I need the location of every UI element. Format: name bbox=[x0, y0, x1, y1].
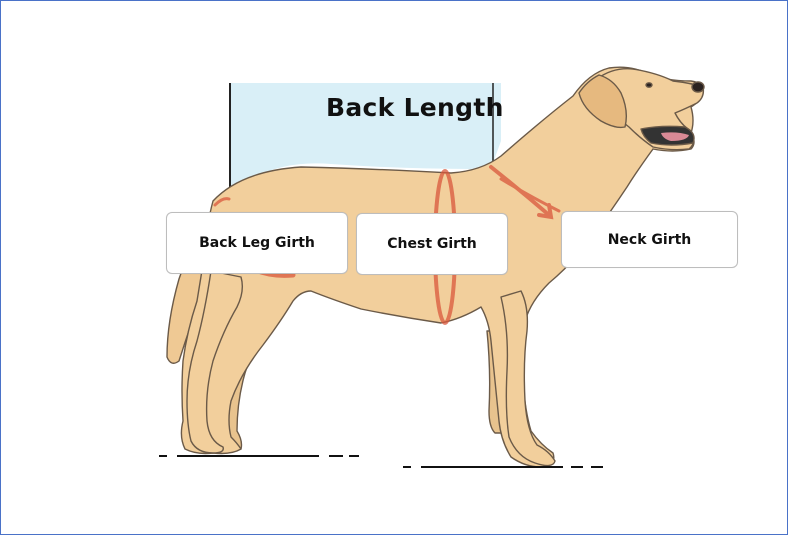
chest-girth-label: Chest Girth bbox=[356, 213, 508, 275]
neck-girth-text: Neck Girth bbox=[607, 231, 692, 248]
neck-girth-mark-lower bbox=[499, 177, 561, 213]
back-length-region bbox=[230, 83, 501, 193]
dog-back-leg-near bbox=[186, 270, 244, 454]
chest-girth-text: Chest Girth bbox=[387, 236, 477, 252]
neck-girth-arrowhead bbox=[537, 203, 554, 220]
dog-ear bbox=[578, 74, 628, 129]
dog-eye bbox=[645, 82, 653, 88]
back-leg-girth-text: Back Leg Girth bbox=[199, 235, 315, 251]
neck-girth-label: Neck Girth bbox=[561, 211, 738, 268]
back-leg-girth-mark-top bbox=[213, 197, 231, 207]
dog-tongue bbox=[661, 132, 689, 141]
dog-front-leg-near bbox=[500, 290, 556, 467]
back-length-label: Back Length bbox=[326, 93, 504, 122]
dog-nose bbox=[691, 81, 705, 93]
ground-lines bbox=[159, 455, 603, 468]
back-leg-girth-label: Back Leg Girth bbox=[166, 212, 348, 274]
